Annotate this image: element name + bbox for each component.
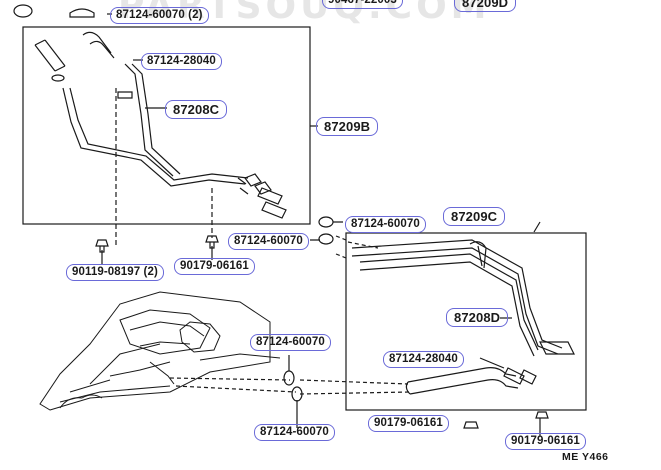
pipe-87208c: [62, 63, 249, 187]
label-87124-60070-low[interactable]: 87124-60070: [250, 334, 331, 351]
pipe-87208d: [351, 239, 575, 357]
hose-lower: [405, 367, 537, 395]
hose-connectors-upper: [237, 173, 287, 219]
diagram-code: ME Y466: [562, 451, 609, 463]
label-87208c[interactable]: 87208C: [165, 100, 228, 119]
label-90179-06161-bottom[interactable]: 90179-06161: [368, 415, 449, 432]
bolt-icon: [95, 239, 109, 253]
bolt-icon: [463, 421, 479, 429]
label-87209d[interactable]: 87209D: [454, 0, 517, 12]
clamp-icon: [283, 370, 295, 386]
label-90179-06161-left[interactable]: 90179-06161: [174, 258, 255, 275]
label-87124-60070-2[interactable]: 87124-60070 (2): [110, 7, 209, 24]
label-87209c[interactable]: 87209C: [443, 207, 506, 226]
label-87209b[interactable]: 87209B: [316, 117, 379, 136]
bolt-icon: [535, 411, 549, 428]
assembly-box-87209c: [345, 232, 587, 411]
clamp-icon: [13, 4, 33, 18]
hose-upper-left: [34, 31, 115, 82]
bolt-icon: [205, 235, 219, 249]
watermark-text: PARTSOUQ.COM: [118, 0, 491, 27]
label-87124-60070-bottom[interactable]: 87124-60070: [254, 424, 335, 441]
label-87124-60070-mid[interactable]: 87124-60070: [345, 216, 426, 233]
label-87124-28040-top[interactable]: 87124-28040: [141, 53, 222, 70]
label-87124-60070-left[interactable]: 87124-60070: [228, 233, 309, 250]
label-90179-06161-right[interactable]: 90179-06161: [505, 433, 586, 450]
clamp-icon: [318, 233, 334, 245]
cap-icon: [69, 8, 95, 18]
label-87208d[interactable]: 87208D: [446, 308, 509, 327]
label-90467-22003[interactable]: 90467-22003: [322, 0, 403, 9]
clamp-icon: [318, 216, 334, 228]
vehicle-underbody-icon: [39, 291, 281, 411]
leader: [479, 357, 505, 369]
label-87124-28040-low[interactable]: 87124-28040: [383, 351, 464, 368]
label-90119-08197[interactable]: 90119-08197 (2): [66, 264, 164, 281]
